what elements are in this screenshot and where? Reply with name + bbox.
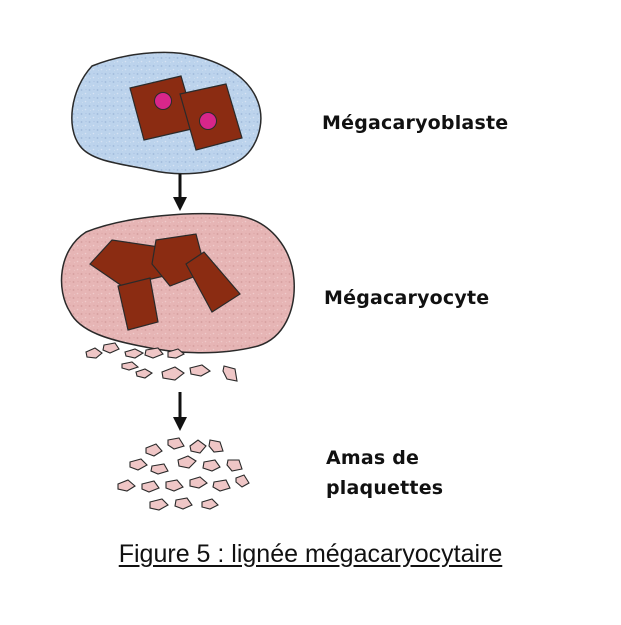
platelet [189, 439, 207, 454]
platelet [85, 347, 103, 359]
label-megakaryoblast: Mégacaryoblaste [322, 112, 509, 134]
platelet [124, 348, 145, 359]
platelet [135, 368, 154, 379]
megakaryocyte-lineage-diagram [60, 51, 295, 511]
platelet [129, 458, 148, 471]
platelet [167, 348, 185, 359]
platelet [161, 366, 185, 381]
platelet [189, 476, 208, 489]
megakaryocyte-nucleus-lobe-3 [185, 251, 241, 313]
platelet [235, 474, 250, 488]
platelet [177, 455, 197, 469]
label-platelet-cluster-line2: plaquettes [326, 477, 444, 499]
arrow-down-icon [173, 174, 187, 211]
platelet [174, 497, 193, 510]
platelet [117, 479, 136, 492]
platelet [145, 443, 163, 457]
megakaryocyte-cell [60, 212, 295, 354]
platelet [226, 459, 243, 472]
platelet [144, 347, 164, 359]
label-platelet-cluster-line1: Amas de [326, 447, 420, 469]
platelet [167, 437, 185, 450]
arrow-down-icon [173, 392, 187, 431]
platelet [141, 480, 160, 493]
megakaryoblast-nucleolus-right [199, 112, 217, 130]
megakaryocyte-nucleus-lobe-4 [117, 277, 159, 331]
platelet [121, 361, 140, 371]
label-platelet-cluster: Amas de plaquettes [326, 443, 443, 503]
platelet [189, 364, 212, 377]
platelet [165, 479, 184, 492]
megakaryoblast-cell [71, 51, 262, 175]
platelet [102, 342, 120, 354]
platelet [149, 498, 169, 511]
platelet [212, 479, 231, 492]
platelet [202, 459, 221, 472]
platelet [150, 463, 169, 475]
megakaryoblast-nucleolus-left [154, 92, 172, 110]
label-megakaryocyte: Mégacaryocyte [324, 287, 490, 309]
budding-platelets [85, 342, 238, 382]
platelet [208, 439, 224, 453]
platelet [201, 498, 219, 510]
platelet [222, 365, 238, 382]
figure-caption: Figure 5 : lignée mégacaryocytaire [118, 540, 503, 568]
platelet-cluster [117, 437, 250, 511]
